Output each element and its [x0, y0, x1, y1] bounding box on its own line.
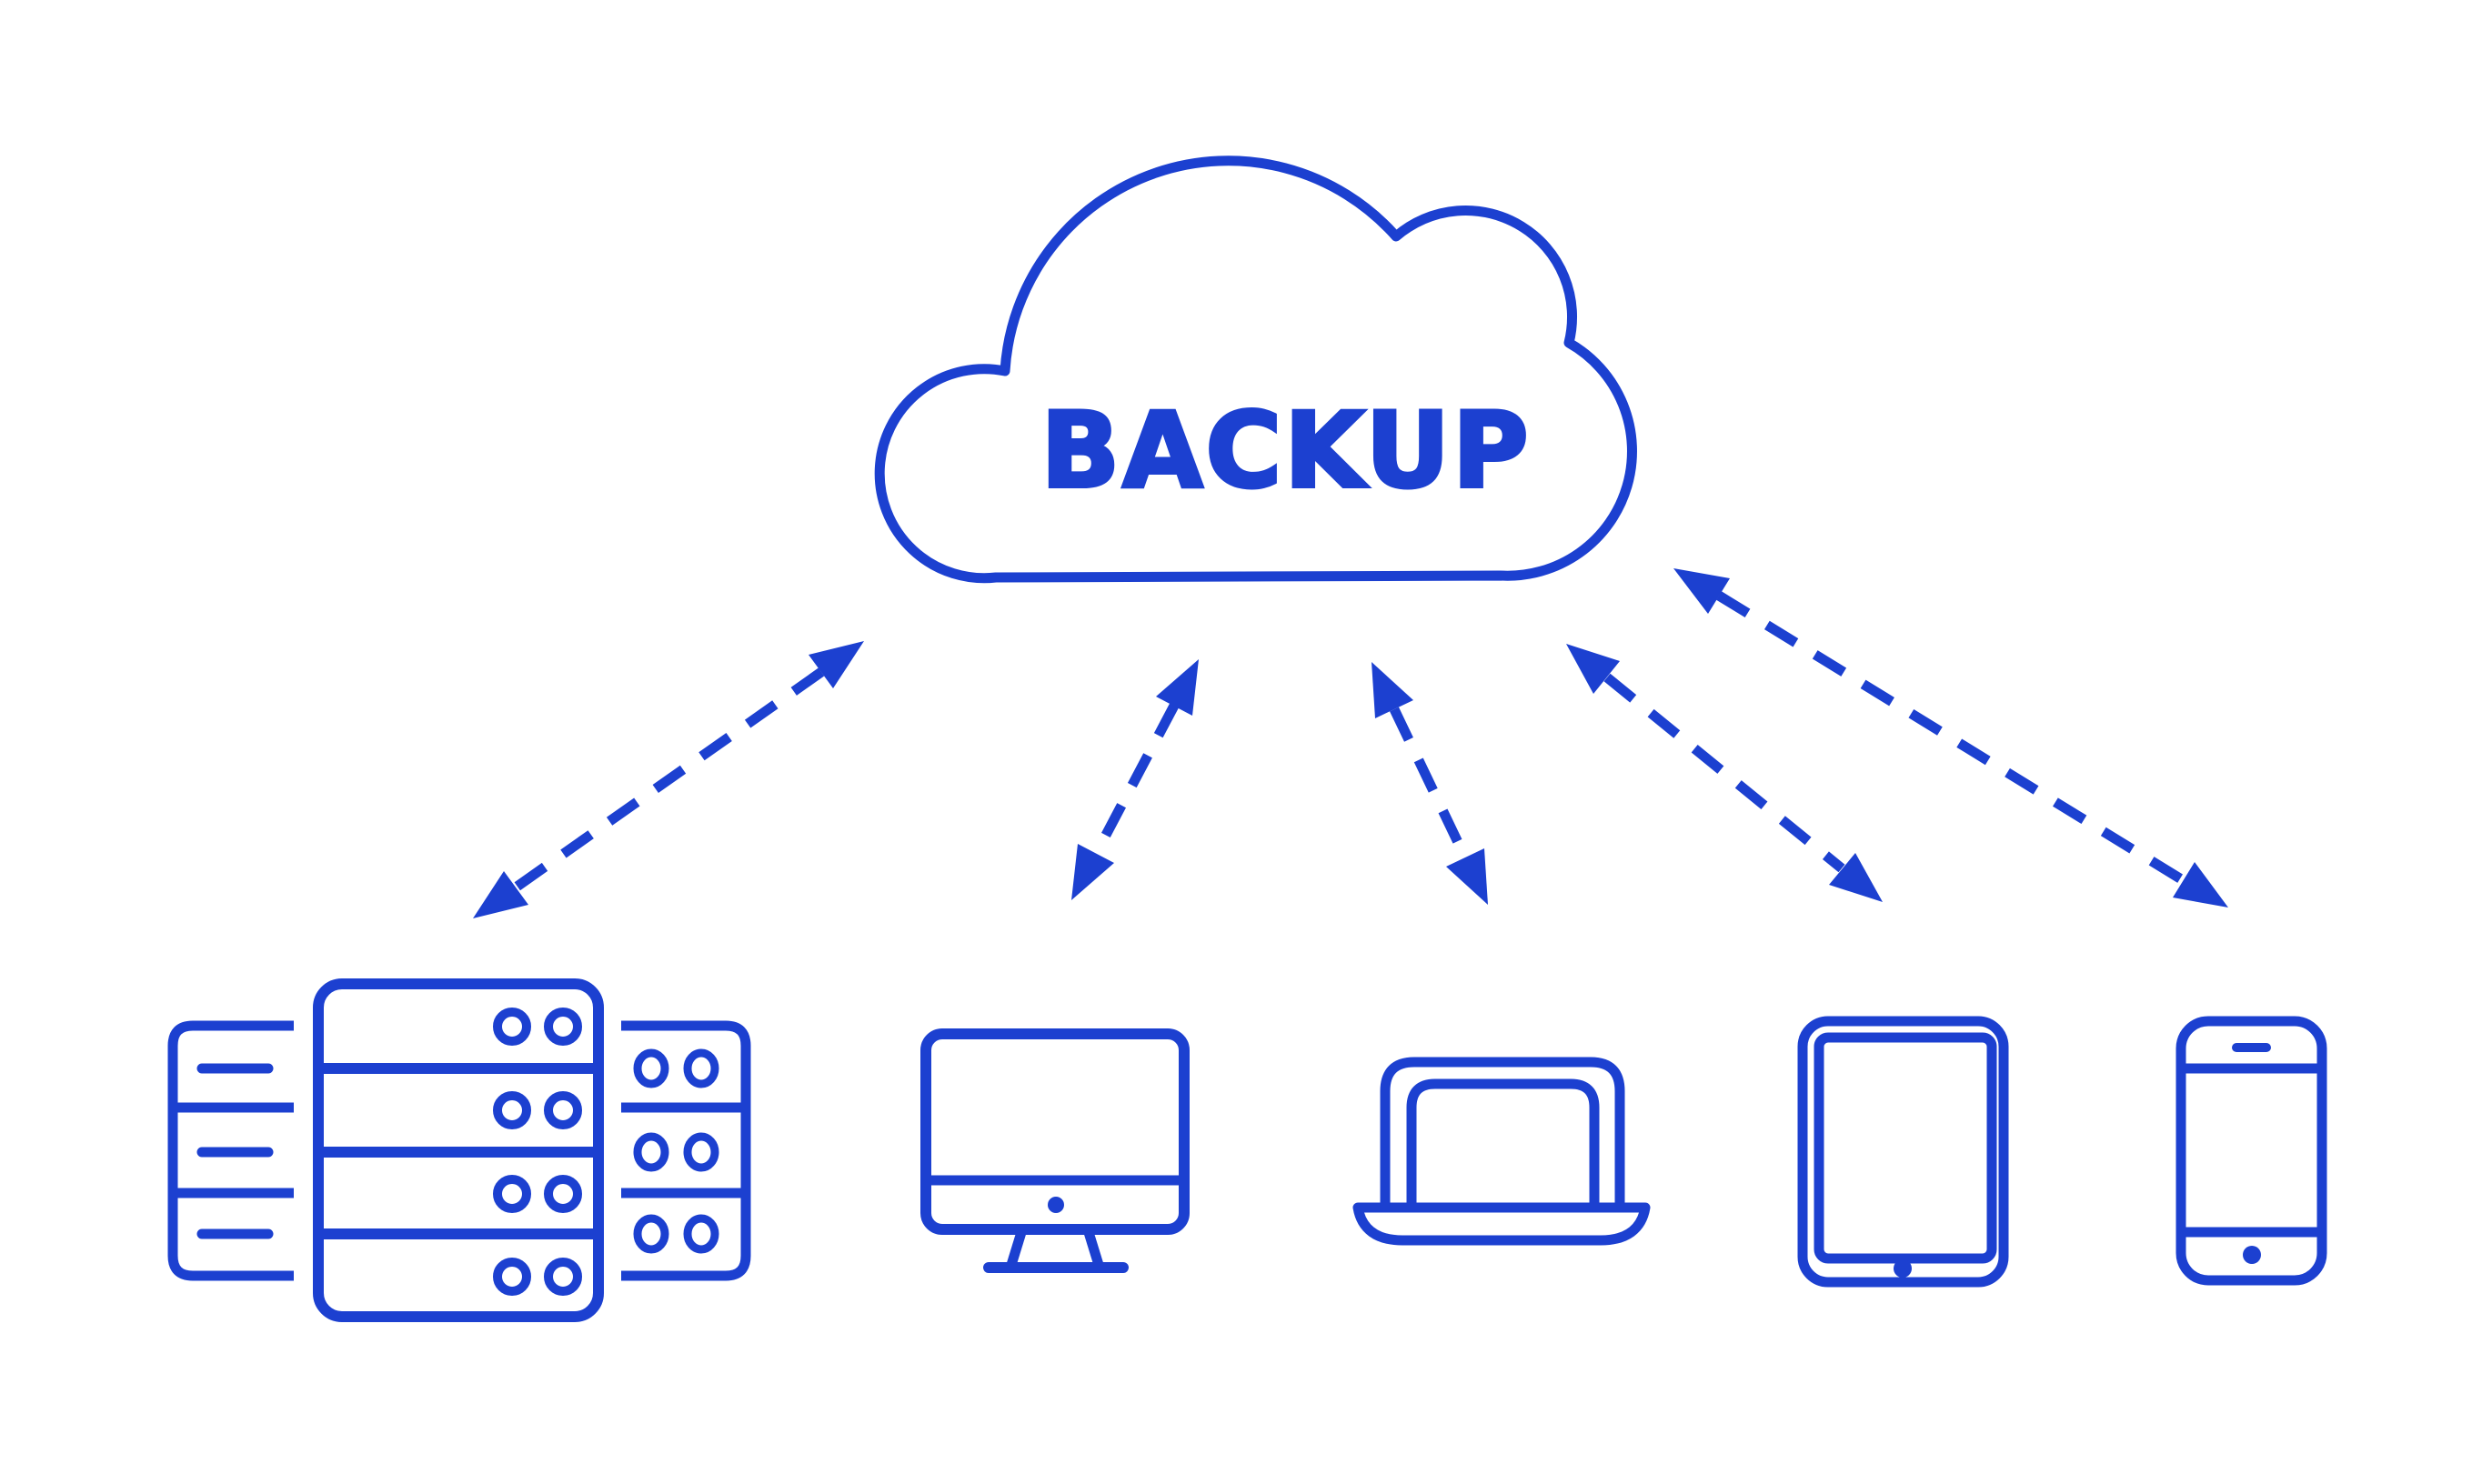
arrowhead-to-cloud [1372, 662, 1413, 718]
arrowhead-to-cloud [1156, 659, 1199, 716]
laptop-screen [1406, 1078, 1600, 1208]
desktop-monitor-icon [920, 1028, 1190, 1273]
laptop-base [1352, 1202, 1651, 1246]
cloud-label: BACKUP [1040, 390, 1531, 511]
arrowhead-to-server [473, 871, 528, 918]
monitor-logo-dot [1048, 1197, 1064, 1213]
arrowhead-to-phone [2173, 862, 2228, 907]
arrow-cloud-desktop [1071, 659, 1199, 900]
tablet-home-button [1894, 1259, 1912, 1278]
server-right-unit [621, 1020, 751, 1281]
arrowhead-to-cloud [1566, 644, 1620, 694]
tablet-icon [1797, 1016, 2009, 1288]
arrowhead-to-cloud [1673, 568, 1730, 614]
arrowhead-to-laptop [1446, 848, 1488, 905]
arrow-cloud-server [473, 641, 864, 918]
arrowhead-to-tablet [1829, 853, 1883, 902]
server-left-unit [167, 1020, 294, 1281]
arrow-cloud-laptop [1372, 662, 1488, 905]
cloud-node: BACKUP [874, 155, 1637, 584]
server-center-unit [313, 978, 604, 1322]
arrowhead-to-desktop [1071, 844, 1114, 900]
arrow-cloud-phone [1673, 568, 2228, 907]
cloud-icon [874, 155, 1637, 584]
arrow-cloud-tablet [1566, 644, 1883, 902]
arrowhead-to-cloud [809, 641, 864, 688]
laptop-icon [1352, 1057, 1651, 1246]
smartphone-icon [2175, 1016, 2327, 1286]
server-rack-icon [167, 978, 751, 1322]
phone-home-button [2243, 1246, 2261, 1264]
